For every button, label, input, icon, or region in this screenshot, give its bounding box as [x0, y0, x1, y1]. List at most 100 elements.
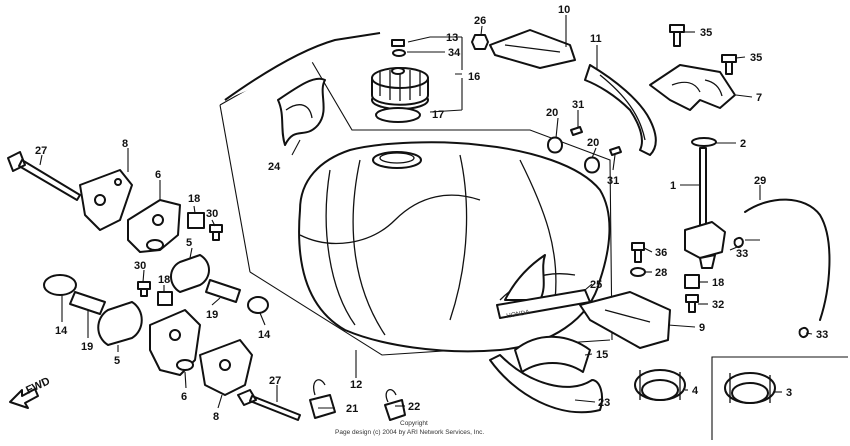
- callout-28: 28: [655, 267, 667, 279]
- bolt-30b: [137, 281, 151, 297]
- bolt-32: [685, 294, 699, 313]
- collar-19a: [205, 279, 241, 303]
- bolt-27b: [237, 389, 301, 421]
- callout-31b: 31: [607, 175, 619, 187]
- callout-17: 17: [432, 109, 444, 121]
- callout-9: 9: [699, 322, 705, 334]
- callout-27b: 27: [269, 375, 281, 387]
- callout-32: 32: [712, 299, 724, 311]
- fwd-arrow: FWD: [9, 375, 52, 409]
- callout-1: 1: [670, 180, 676, 192]
- callout-35b: 35: [750, 52, 762, 64]
- bolt-35a: [669, 24, 685, 47]
- callout-5b: 5: [114, 355, 120, 367]
- clip-22: [384, 399, 406, 421]
- callout-6a: 6: [155, 169, 161, 181]
- cap-gasket: [375, 107, 421, 123]
- bolt-30a: [209, 224, 223, 241]
- callout-4: 4: [692, 385, 699, 397]
- pin-31b: [609, 146, 622, 156]
- breather-washer: [392, 49, 406, 57]
- callout-14a: 14: [258, 329, 271, 341]
- callout-15: 15: [596, 349, 608, 361]
- tube-clip-b: [798, 326, 809, 339]
- callout-16: 16: [468, 71, 480, 83]
- inset-box: [711, 356, 848, 440]
- callout-2: 2: [740, 138, 746, 150]
- callout-29: 29: [754, 175, 766, 187]
- leader-lines: [39, 15, 813, 409]
- clip-21: [309, 394, 336, 419]
- callout-18b: 18: [158, 274, 170, 286]
- plate-9: [579, 291, 671, 349]
- bolt-35b: [721, 54, 737, 75]
- callout-31a: 31: [572, 99, 584, 111]
- callout-12: 12: [350, 379, 362, 391]
- copyright-line2: Page design (c) 2004 by ARI Network Serv…: [335, 429, 484, 436]
- callout-5a: 5: [186, 237, 192, 249]
- callout-20a: 20: [546, 107, 558, 119]
- callout-18a: 18: [188, 193, 200, 205]
- clip-20a: [547, 136, 563, 154]
- bolt-26: [471, 34, 489, 50]
- washer-28: [630, 267, 646, 277]
- clip-20b: [584, 156, 600, 174]
- pin-31a: [570, 126, 583, 136]
- washer-14b: [43, 274, 77, 296]
- callout-11: 11: [590, 33, 602, 45]
- callout-34: 34: [448, 47, 461, 59]
- callout-6b: 6: [181, 391, 187, 403]
- callout-19b: 19: [81, 341, 93, 353]
- bolt-27a: [7, 151, 81, 201]
- callout-30a: 30: [206, 208, 218, 220]
- callout-24: 24: [268, 161, 281, 173]
- callout-18c: 18: [712, 277, 724, 289]
- callout-14b: 14: [55, 325, 68, 337]
- washer-2: [691, 137, 717, 147]
- callout-33a: 33: [736, 248, 748, 260]
- bolt-36: [631, 242, 645, 263]
- collar-18a: [187, 212, 205, 229]
- collar-18c: [684, 274, 700, 289]
- callout-30b: 30: [134, 260, 146, 272]
- fuel-tube: [744, 198, 831, 321]
- bracket-6a: [127, 199, 181, 253]
- washer-14a: [247, 296, 269, 314]
- collar-19b: [69, 291, 106, 315]
- callout-36: 36: [655, 247, 667, 259]
- callout-7: 7: [756, 92, 762, 104]
- pad-15: [514, 335, 591, 373]
- tank-logo-text: HONDA: [506, 309, 531, 320]
- rubber-5b: [97, 301, 143, 346]
- breather-joint: [391, 39, 405, 47]
- copyright-line1: Copyright: [400, 420, 428, 427]
- callout-8a: 8: [122, 138, 128, 150]
- callout-27a: 27: [35, 145, 47, 157]
- strap-11: [584, 64, 657, 156]
- callout-35a: 35: [700, 27, 712, 39]
- callout-3: 3: [786, 387, 792, 399]
- collar-18b: [157, 291, 173, 306]
- callout-20b: 20: [587, 137, 599, 149]
- fuel-tank: HONDA: [298, 141, 611, 353]
- fwd-label: FWD: [24, 375, 52, 396]
- band-23: [489, 354, 603, 414]
- decal-24: [277, 77, 326, 146]
- callout-10: 10: [558, 4, 570, 16]
- callout-26: 26: [474, 15, 486, 27]
- bracket-7: [649, 64, 736, 111]
- fuel-valve: [684, 147, 726, 269]
- fuel-cap: [371, 67, 429, 110]
- clamp-3: [724, 372, 776, 404]
- callout-19a: 19: [206, 309, 218, 321]
- callout-labels: 13 34 16 17 26 10 11 35 35 7 2 1 29 33 3…: [35, 4, 828, 423]
- callout-21: 21: [346, 403, 358, 415]
- callout-23: 23: [598, 397, 610, 409]
- clamp-4: [634, 369, 686, 401]
- callout-25: 25: [590, 279, 602, 291]
- callout-13: 13: [446, 32, 458, 44]
- callout-8b: 8: [213, 411, 219, 423]
- rubber-5a: [170, 254, 210, 293]
- callout-22: 22: [408, 401, 420, 413]
